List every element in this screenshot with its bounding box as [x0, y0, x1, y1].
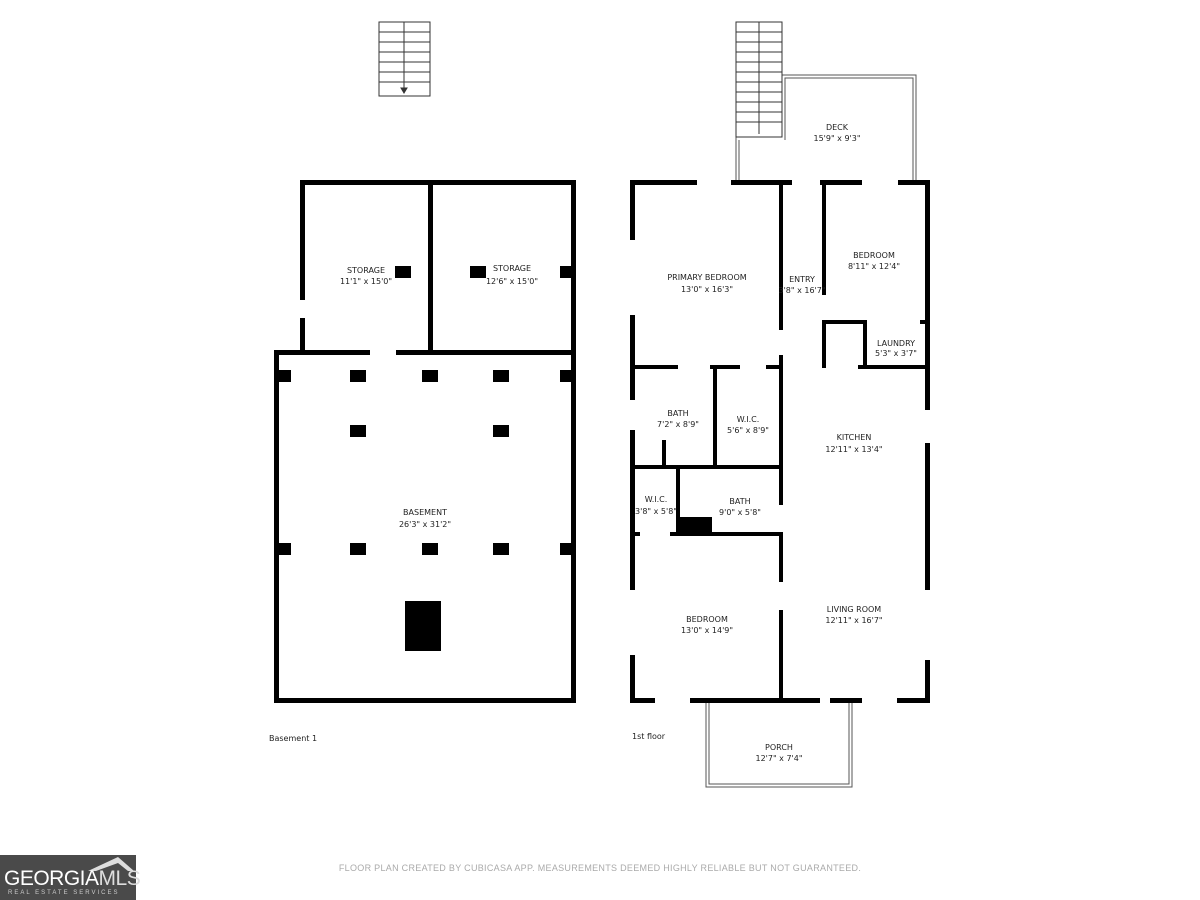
porch-outline	[705, 703, 853, 788]
room-name: LIVING ROOM	[827, 605, 882, 614]
room-name: DECK	[826, 123, 849, 132]
room-dims: 7'2" x 8'9"	[657, 420, 699, 429]
room-name: BATH	[667, 409, 688, 418]
room-dims: 12'7" x 7'4"	[755, 754, 802, 763]
basement-walls	[274, 180, 576, 703]
georgia-mls-logo: GEORGIAMLS REAL ESTATE SERVICES	[0, 855, 141, 900]
room-dims: 5'3" x 3'7"	[875, 349, 917, 358]
room-dims: 15'9" x 9'3"	[813, 134, 860, 143]
room-name: ENTRY	[789, 275, 815, 284]
room-dims: 26'3" x 31'2"	[399, 520, 451, 529]
first-floor-walls	[630, 180, 930, 703]
room-dims: 12'11" x 16'7"	[825, 616, 882, 625]
room-dims: 8'11" x 12'4"	[848, 262, 900, 271]
room-name: W.I.C.	[737, 415, 760, 424]
room-name: BEDROOM	[853, 251, 895, 260]
room-name: KITCHEN	[837, 433, 872, 442]
first-floor-caption: 1st floor	[632, 732, 666, 741]
room-name: BASEMENT	[403, 508, 447, 517]
room-dims: 11'1" x 15'0"	[340, 277, 392, 286]
basement-stairs	[378, 21, 431, 97]
room-dims: 3'8" x 5'8"	[635, 507, 677, 516]
room-name: BEDROOM	[686, 615, 728, 624]
room-name: LAUNDRY	[877, 339, 915, 348]
room-dims: 3'8" x 16'7"	[778, 286, 825, 295]
room-dims: 12'11" x 13'4"	[825, 445, 882, 454]
room-dims: 13'0" x 14'9"	[681, 626, 733, 635]
room-dims: 12'6" x 15'0"	[486, 277, 538, 286]
roof-icon	[88, 857, 134, 871]
logo-text: GEORGIAMLS	[4, 867, 141, 890]
basement-columns	[279, 266, 572, 651]
room-name: PRIMARY BEDROOM	[667, 273, 746, 282]
deck-stairs	[735, 21, 783, 138]
room-dims: 5'6" x 8'9"	[727, 426, 769, 435]
room-name: STORAGE	[493, 264, 531, 273]
room-name: STORAGE	[347, 266, 385, 275]
room-name: PORCH	[765, 743, 793, 752]
disclaimer-footer: FLOOR PLAN CREATED BY CUBICASA APP. MEAS…	[338, 863, 862, 873]
room-dims: 9'0" x 5'8"	[719, 508, 761, 517]
basement-caption: Basement 1	[269, 734, 317, 743]
room-name: BATH	[729, 497, 750, 506]
room-dims: 13'0" x 16'3"	[681, 285, 733, 294]
room-name: W.I.C.	[645, 495, 668, 504]
logo-tagline: REAL ESTATE SERVICES	[8, 890, 120, 896]
